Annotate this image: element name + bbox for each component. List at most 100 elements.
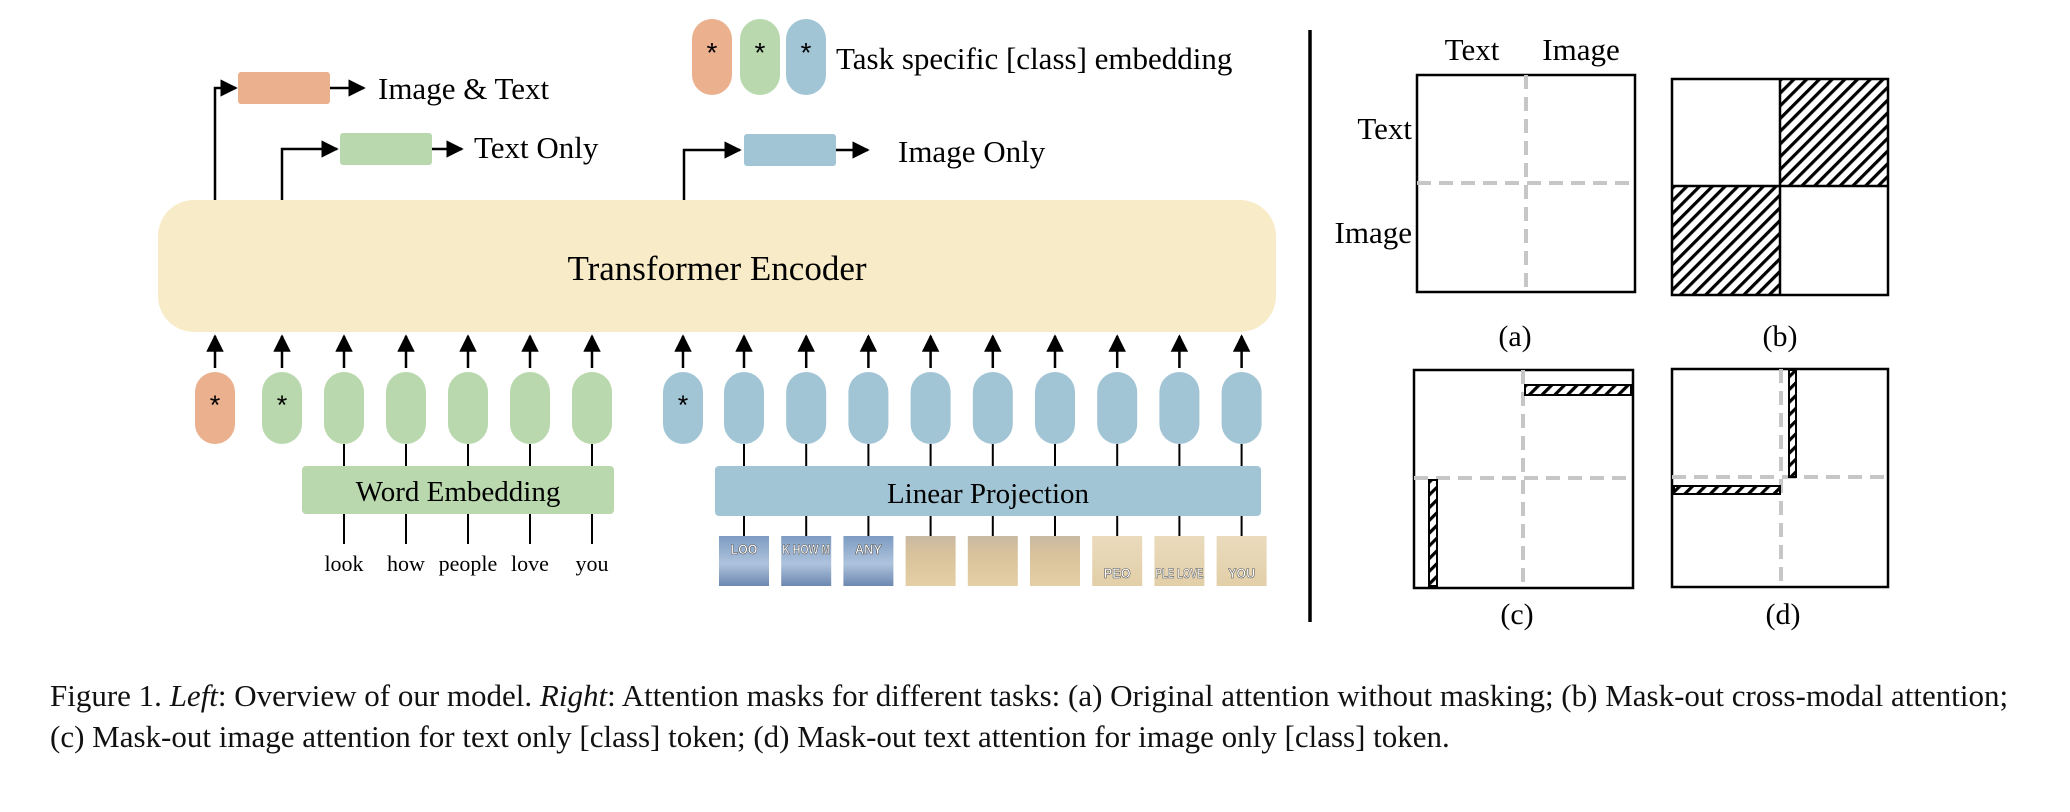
image-patch: K HOW M <box>781 536 832 586</box>
input-word: people <box>439 551 498 576</box>
mask-b-hatch-top-right <box>1780 79 1888 186</box>
output-label-image-only: Image Only <box>898 134 1046 169</box>
input-word: how <box>387 551 425 576</box>
input-word: you <box>576 551 609 576</box>
image-patch-text: ANY <box>855 541 883 557</box>
image-patch: PEO <box>1092 536 1143 586</box>
image-token-8 <box>1159 372 1200 444</box>
text-token-4 <box>510 372 550 444</box>
mask-d: (d) <box>1670 367 1890 631</box>
linear-projection-box <box>715 466 1261 516</box>
mask-c: (c) <box>1412 368 1635 631</box>
mask-b-frame <box>1670 77 1890 297</box>
legend-star-blue: * <box>801 37 812 68</box>
attention-masks: Text Image Text Image (a) (b) (c) <box>1335 32 1890 631</box>
image-token-4 <box>910 372 951 444</box>
mask-a-label: (a) <box>1498 320 1531 353</box>
figure-caption: Figure 1. Left: Overview of our model. R… <box>50 675 2040 757</box>
mask-d-hatch-col <box>1788 369 1797 478</box>
figure-1: * * * Task specific [class] embedding Im… <box>158 19 1890 631</box>
text-token-2 <box>386 372 426 444</box>
image-patch: PLE LOVE <box>1154 536 1205 586</box>
image-patch <box>967 536 1018 586</box>
image-patch-text: PEO <box>1104 565 1131 581</box>
image-patch-text: PLE LOVE <box>1155 565 1203 581</box>
mask-row-label-image: Image <box>1335 215 1412 250</box>
image-patch-tile <box>1030 536 1080 586</box>
text-token-5 <box>572 372 612 444</box>
image-token-1 <box>724 372 764 444</box>
output-image-text: Image & Text <box>213 71 550 200</box>
mask-column-label-image: Image <box>1542 32 1619 67</box>
caption-right-text: : Attention masks for different tasks: (… <box>50 678 2009 754</box>
mask-b-label: (b) <box>1763 320 1798 353</box>
image-token-3 <box>848 372 889 444</box>
output-token-image-only <box>744 134 836 166</box>
output-image-only: Image Only <box>682 134 1046 200</box>
image-token-5 <box>972 372 1013 444</box>
legend-blue-token <box>786 19 826 95</box>
caption-left-text: : Overview of our model. <box>217 678 533 713</box>
image-patch-text: K HOW M <box>782 541 830 557</box>
image-patch-tile <box>1216 536 1267 586</box>
image-patch <box>1030 536 1080 586</box>
legend-green-token <box>740 19 780 95</box>
image-patch-text: LOO <box>731 541 758 557</box>
arrow-up-text-only <box>280 140 339 200</box>
mask-b: (b) <box>1670 77 1890 353</box>
image-token-6 <box>1035 372 1075 444</box>
arrow-up-image-only <box>682 141 742 200</box>
caption-right-keyword: Right <box>539 678 608 713</box>
image-patch: ANY <box>843 536 894 586</box>
class-token-green-star: * <box>277 390 288 420</box>
word-embedding-label: Word Embedding <box>356 476 561 508</box>
output-text-only: Text Only <box>280 130 599 200</box>
mask-b-hatch-bottom-left <box>1672 186 1780 295</box>
image-patch <box>905 536 956 586</box>
image-token-2 <box>786 372 827 444</box>
transformer-encoder-label: Transformer Encoder <box>567 249 866 288</box>
image-patch-tile <box>1154 536 1205 586</box>
output-label-image-text: Image & Text <box>378 71 550 106</box>
class-token-blue-star: * <box>678 390 689 420</box>
mask-d-hatch-row <box>1673 485 1781 495</box>
image-token-9 <box>1221 372 1262 444</box>
input-token-row: *** <box>195 334 1262 466</box>
class-embedding-legend: * * * Task specific [class] embedding <box>692 19 1232 95</box>
text-token-1 <box>324 372 364 444</box>
mask-c-hatch-col <box>1428 479 1438 587</box>
output-label-text-only: Text Only <box>474 130 599 165</box>
caption-left-keyword: Left <box>169 678 218 713</box>
mask-c-hatch-row <box>1524 384 1632 396</box>
legend-star-orange: * <box>707 37 718 68</box>
image-patch-tile <box>905 536 956 586</box>
input-word: love <box>511 551 549 576</box>
caption-figure-number: Figure 1. <box>50 678 162 713</box>
image-patch-text: YOU <box>1228 565 1255 581</box>
legend-star-green: * <box>755 37 766 68</box>
model-overview: * * * Task specific [class] embedding Im… <box>158 19 1276 586</box>
mask-column-label-text: Text <box>1445 32 1500 67</box>
image-patch: YOU <box>1216 536 1267 586</box>
mask-row-label-text: Text <box>1357 111 1412 146</box>
image-patches: LOO K HOW M ANY PEO PLE LOVE YOU <box>719 516 1267 586</box>
input-word: look <box>324 551 363 576</box>
class-token-green <box>262 372 302 444</box>
image-patch-tile <box>967 536 1018 586</box>
image-patch-tile <box>843 536 894 586</box>
word-embedding-box <box>302 466 614 514</box>
legend-label: Task specific [class] embedding <box>836 41 1232 76</box>
image-patch-tile <box>781 536 832 586</box>
image-patch: LOO <box>719 536 769 586</box>
linear-projection-label: Linear Projection <box>887 478 1090 510</box>
image-patch-tile <box>719 536 769 586</box>
legend-orange-token <box>692 19 732 95</box>
mask-a: (a) <box>1415 73 1637 353</box>
mask-c-label: (c) <box>1500 598 1533 631</box>
class-token-orange <box>195 372 235 444</box>
arrow-up-image-text <box>213 79 238 200</box>
mask-d-label: (d) <box>1766 598 1801 631</box>
text-token-3 <box>448 372 488 444</box>
transformer-encoder <box>158 200 1276 332</box>
